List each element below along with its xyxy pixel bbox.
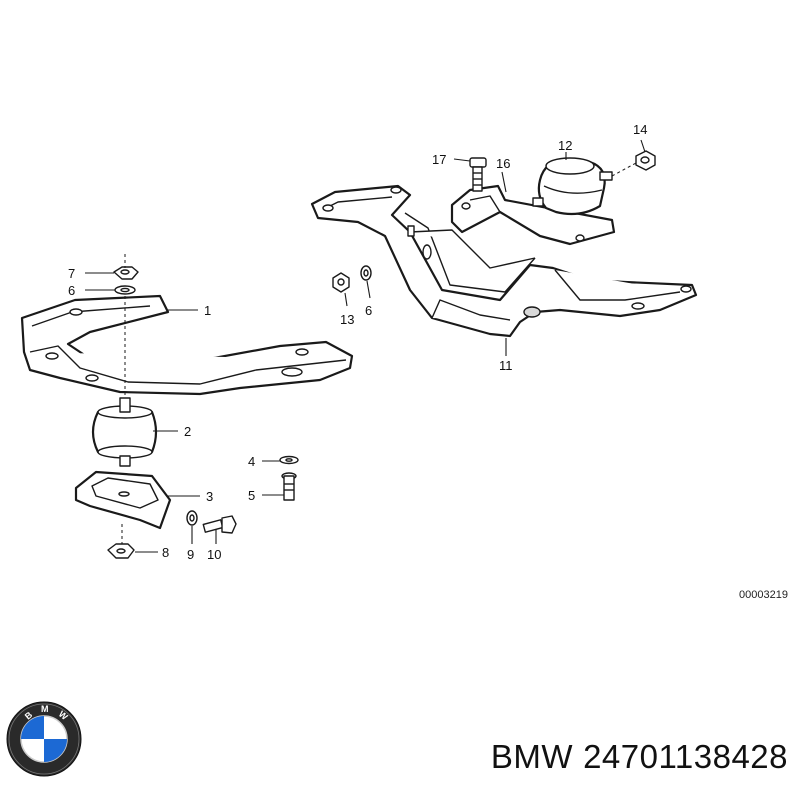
bolt-5: [281, 472, 297, 501]
rubber-mount-12: [532, 157, 613, 216]
part-number: 24701138428: [583, 738, 788, 775]
callout-6-left: 6: [68, 283, 75, 298]
callout-10: 10: [207, 547, 221, 562]
washer-9: [186, 510, 198, 526]
washer-6-right: [360, 265, 372, 281]
callout-labels: 1 2 3 4 5 6 6 7 8 9 10 11 12 13 14 16 17: [68, 122, 647, 562]
nut-13: [332, 272, 350, 293]
callout-2: 2: [184, 424, 191, 439]
svg-text:B: B: [23, 709, 35, 721]
bracket-16: [450, 184, 616, 246]
bolt-17: [469, 157, 487, 192]
crossmember-1: [20, 294, 354, 396]
svg-text:M: M: [41, 704, 49, 714]
crossmember-bracket-11: [310, 184, 698, 338]
bracket-3: [74, 470, 172, 530]
callout-14: 14: [633, 122, 647, 137]
leader-lines: [85, 139, 646, 553]
callout-12: 12: [558, 138, 572, 153]
callout-4: 4: [248, 454, 255, 469]
nut-7: [113, 266, 139, 280]
rubber-mount-2: [91, 397, 158, 467]
callout-6-right: 6: [365, 303, 372, 318]
callout-17: 17: [432, 152, 446, 167]
callout-1: 1: [204, 303, 211, 318]
callout-13: 13: [340, 312, 354, 327]
nut-14: [611, 150, 656, 177]
washer-4: [279, 455, 299, 465]
callout-5: 5: [248, 488, 255, 503]
washer-6-left: [114, 285, 136, 295]
callout-16: 16: [496, 156, 510, 171]
callout-7: 7: [68, 266, 75, 281]
nut-8: [107, 543, 135, 559]
callout-8: 8: [162, 545, 169, 560]
brand-name: BMW: [490, 738, 574, 775]
callout-11: 11: [499, 358, 513, 373]
bolt-10: [202, 515, 237, 534]
diagram-reference-number: 00003219: [739, 589, 788, 601]
callout-3: 3: [206, 489, 213, 504]
callout-9: 9: [187, 547, 194, 562]
bmw-roundel-icon: B M W: [6, 701, 82, 777]
